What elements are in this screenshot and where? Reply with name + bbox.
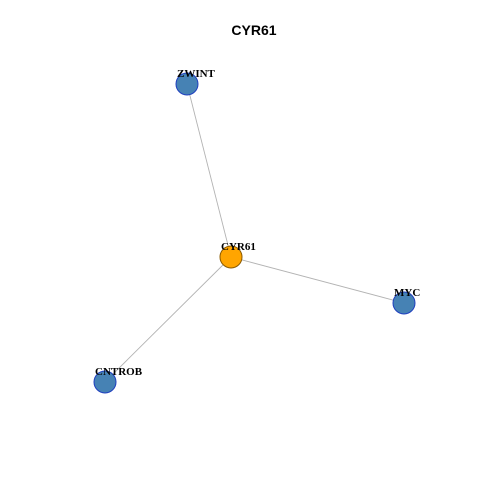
node-myc: MYC <box>392 287 420 315</box>
node-cyr61: CYR61 <box>219 241 256 269</box>
graph-title: CYR61 <box>231 22 276 38</box>
node-circle-myc <box>392 291 416 315</box>
edge-cyr61-cntrob <box>104 256 232 383</box>
node-circle-cntrob <box>93 370 117 394</box>
edges-layer <box>104 83 405 383</box>
node-label-zwint: ZWINT <box>177 68 216 80</box>
edge-cyr61-zwint <box>186 83 232 258</box>
node-circle-zwint <box>175 72 199 96</box>
node-label-cntrob: CNTROB <box>95 366 143 378</box>
node-label-myc: MYC <box>394 287 420 299</box>
nodes-layer: CYR61 ZWINT MYC CNTROB <box>93 68 420 394</box>
edge-cyr61-myc <box>230 256 405 304</box>
node-zwint: ZWINT <box>175 68 216 96</box>
node-cntrob: CNTROB <box>93 366 143 394</box>
node-label-cyr61: CYR61 <box>221 241 256 253</box>
node-circle-cyr61 <box>219 245 243 269</box>
